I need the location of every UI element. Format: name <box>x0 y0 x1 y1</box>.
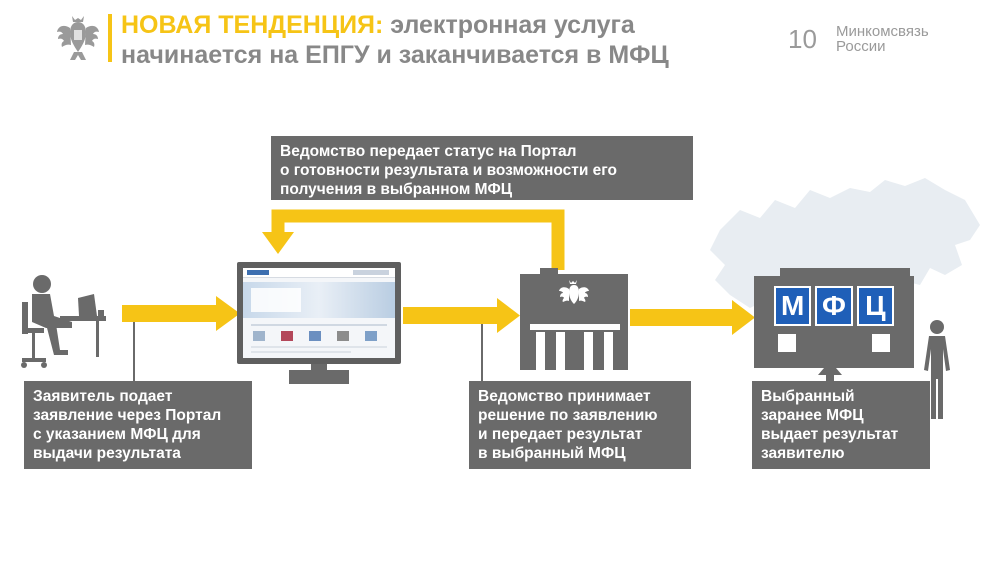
mfc-sign: М Ф Ц <box>774 286 894 326</box>
mfc-step-box: Выбранный заранее МФЦ выдает результат з… <box>752 381 930 469</box>
applicant-step-line: с указанием МФЦ для <box>33 426 201 443</box>
status-note-line: Ведомство передает статус на Портал <box>280 143 577 160</box>
portal-monitor-icon <box>237 262 401 388</box>
title-accent-bar <box>108 14 112 62</box>
status-note-line: получения в выбранном МФЦ <box>280 181 513 198</box>
agency-step-line: Ведомство принимает <box>478 388 651 405</box>
status-note-line: о готовности результата и возможности ег… <box>280 162 617 179</box>
mfc-step-line: выдает результат <box>761 426 899 443</box>
status-feedback-arrowhead <box>262 232 294 254</box>
agency-step-line: в выбранный МФЦ <box>478 445 626 462</box>
agency-to-mfc-arrow <box>732 300 755 335</box>
monitor-neck <box>311 364 327 370</box>
mfc-step-line: Выбранный <box>761 388 855 405</box>
monitor-stand <box>289 370 349 384</box>
mfc-step-line: заранее МФЦ <box>761 407 864 424</box>
portal-to-agency-arrow <box>497 298 520 333</box>
russia-map-icon <box>710 178 980 308</box>
applicant-step-line: Заявитель подает <box>33 388 173 405</box>
government-building-icon <box>520 268 628 370</box>
mfc-letter-m: М <box>774 286 812 326</box>
ministry-label: Минкомсвязь России <box>836 24 929 54</box>
page-number: 10 <box>788 24 817 54</box>
title-rest: электронная услуга <box>390 11 635 39</box>
mfc-letter-ts: Ц <box>856 286 894 326</box>
russian-emblem-icon <box>57 16 99 60</box>
ministry-line2: России <box>836 38 886 55</box>
mfc-window-right <box>872 334 890 352</box>
agency-step-line: решение по заявлению <box>478 407 658 424</box>
agency-step-box: Ведомство принимает решение по заявлению… <box>469 381 691 469</box>
applicant-step-line: заявление через Портал <box>33 407 222 424</box>
applicant-to-portal-arrow <box>216 296 240 331</box>
agency-step-line: и передает результат <box>478 426 643 443</box>
applicant-step-line: выдачи результата <box>33 445 181 462</box>
mfc-window-left <box>778 334 796 352</box>
mfc-letter-f: Ф <box>815 286 853 326</box>
result-up-arrow <box>818 361 842 375</box>
monitor-screen <box>243 268 395 358</box>
page-title: НОВАЯ ТЕНДЕНЦИЯ: электронная услуга <box>121 10 635 40</box>
mfc-building-icon: М Ф Ц <box>754 268 914 368</box>
status-feedback-arrow <box>271 209 565 270</box>
applicant-step-box: Заявитель подает заявление через Портал … <box>24 381 252 469</box>
mfc-step-line: заявителю <box>761 445 845 462</box>
ministry-line1: Минкомсвязь <box>836 23 929 40</box>
person-at-desk-icon <box>21 275 106 368</box>
standing-person-icon <box>924 320 950 419</box>
page-subtitle: начинается на ЕПГУ и заканчивается в МФЦ <box>121 41 669 69</box>
status-note-box: Ведомство передает статус на Портал о го… <box>271 136 693 200</box>
title-accent: НОВАЯ ТЕНДЕНЦИЯ: <box>121 11 384 39</box>
